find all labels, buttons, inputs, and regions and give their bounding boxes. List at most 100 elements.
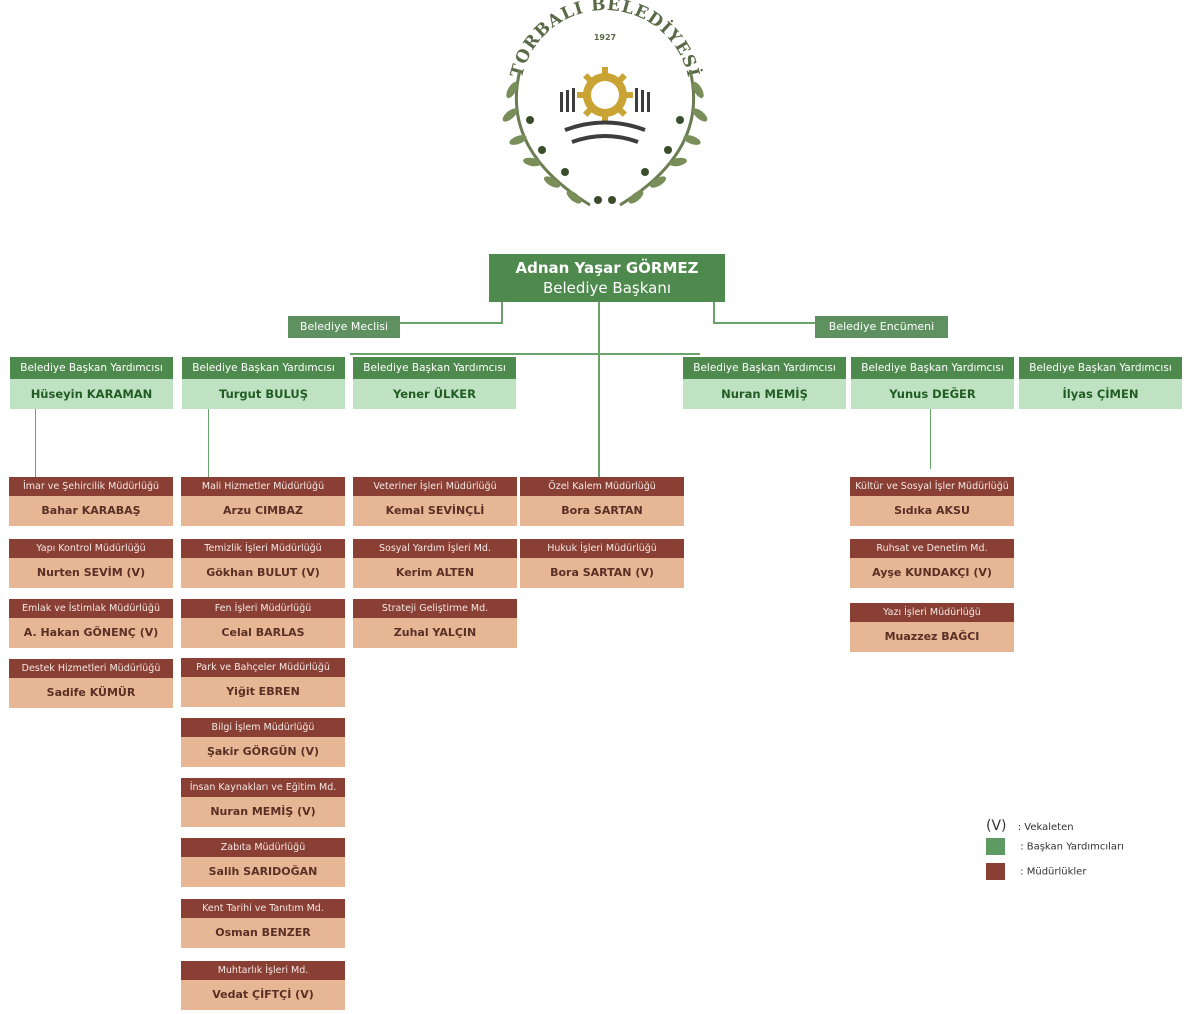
- dept-box: Muhtarlık İşleri Md. Vedat ÇİFTÇİ (V): [181, 961, 345, 1010]
- dept-title: Veteriner İşleri Müdürlüğü: [353, 477, 517, 496]
- dept-head: Osman BENZER: [181, 918, 345, 948]
- vp-title: Belediye Başkan Yardımcısı: [182, 357, 345, 379]
- legend-v-symbol: (V): [986, 818, 1007, 834]
- vp-title: Belediye Başkan Yardımcısı: [683, 357, 846, 379]
- dept-head: Zuhal YALÇIN: [353, 618, 517, 648]
- dept-box: İmar ve Şehircilik Müdürlüğü Bahar KARAB…: [9, 477, 173, 526]
- dept-box: Temizlik İşleri Müdürlüğü Gökhan BULUT (…: [181, 539, 345, 588]
- dept-title: Kent Tarihi ve Tanıtım Md.: [181, 899, 345, 918]
- dept-head: Şakir GÖRGÜN (V): [181, 737, 345, 767]
- mayor-title: Belediye Başkanı: [542, 279, 672, 297]
- dept-title: Strateji Geliştirme Md.: [353, 599, 517, 618]
- vp-name: Turgut BULUŞ: [182, 379, 345, 409]
- dept-box: Ruhsat ve Denetim Md. Ayşe KUNDAKÇI (V): [850, 539, 1014, 588]
- vp-name: Nuran MEMİŞ: [683, 379, 846, 409]
- dept-title: Zabıta Müdürlüğü: [181, 838, 345, 857]
- dept-box: Bilgi İşlem Müdürlüğü Şakir GÖRGÜN (V): [181, 718, 345, 767]
- dept-title: İmar ve Şehircilik Müdürlüğü: [9, 477, 173, 496]
- dept-head: Celal BARLAS: [181, 618, 345, 648]
- dept-head: Kerim ALTEN: [353, 558, 517, 588]
- dept-title: Hukuk İşleri Müdürlüğü: [520, 539, 684, 558]
- torbali-belediyesi-logo: TORBALI BELEDİYESİ 1927: [502, 0, 708, 207]
- dept-head: Ayşe KUNDAKÇI (V): [850, 558, 1014, 588]
- vp-name: İlyas ÇİMEN: [1019, 379, 1182, 409]
- vp-box: Belediye Başkan Yardımcısı Yener ÜLKER: [353, 357, 516, 409]
- dept-head: Gökhan BULUT (V): [181, 558, 345, 588]
- dept-head: Sadife KÜMÜR: [9, 678, 173, 708]
- vp-box: Belediye Başkan Yardımcısı İlyas ÇİMEN: [1019, 357, 1182, 409]
- dept-head: Bora SARTAN (V): [520, 558, 684, 588]
- dept-box: Park ve Bahçeler Müdürlüğü Yiğit EBREN: [181, 658, 345, 707]
- dept-box: Kent Tarihi ve Tanıtım Md. Osman BENZER: [181, 899, 345, 948]
- dept-head: Salih SARIDOĞAN: [181, 857, 345, 887]
- dept-box: Kültür ve Sosyal İşler Müdürlüğü Sıdıka …: [850, 477, 1014, 526]
- vp-title: Belediye Başkan Yardımcısı: [1019, 357, 1182, 379]
- dept-box: İnsan Kaynakları ve Eğitim Md. Nuran MEM…: [181, 778, 345, 827]
- dept-head: Bora SARTAN: [520, 496, 684, 526]
- dept-title: Mali Hizmetler Müdürlüğü: [181, 477, 345, 496]
- vp-name: Yener ÜLKER: [353, 379, 516, 409]
- vp-title: Belediye Başkan Yardımcısı: [353, 357, 516, 379]
- dept-head: Kemal SEVİNÇLİ: [353, 496, 517, 526]
- dept-title: Özel Kalem Müdürlüğü: [520, 477, 684, 496]
- dept-box: Emlak ve İstimlak Müdürlüğü A. Hakan GÖN…: [9, 599, 173, 648]
- dept-head: Arzu CIMBAZ: [181, 496, 345, 526]
- vp-title: Belediye Başkan Yardımcısı: [10, 357, 173, 379]
- connector-line: [501, 302, 503, 324]
- dept-title: Fen İşleri Müdürlüğü: [181, 599, 345, 618]
- dept-box: Zabıta Müdürlüğü Salih SARIDOĞAN: [181, 838, 345, 887]
- committee-box: Belediye Encümeni: [815, 316, 948, 338]
- vp-box: Belediye Başkan Yardımcısı Nuran MEMİŞ: [683, 357, 846, 409]
- connector-line: [713, 322, 816, 324]
- vp-box: Belediye Başkan Yardımcısı Yunus DEĞER: [851, 357, 1014, 409]
- dept-title: Emlak ve İstimlak Müdürlüğü: [9, 599, 173, 618]
- dept-box: Hukuk İşleri Müdürlüğü Bora SARTAN (V): [520, 539, 684, 588]
- dept-title: Sosyal Yardım İşleri Md.: [353, 539, 517, 558]
- dept-head: Nuran MEMİŞ (V): [181, 797, 345, 827]
- dept-title: Park ve Bahçeler Müdürlüğü: [181, 658, 345, 677]
- legend-red-label: : Müdürlükler: [1020, 866, 1087, 878]
- dept-head: Vedat ÇİFTÇİ (V): [181, 980, 345, 1010]
- council-box: Belediye Meclisi: [288, 316, 400, 338]
- vp-name: Hüseyin KARAMAN: [10, 379, 173, 409]
- dept-head: Yiğit EBREN: [181, 677, 345, 707]
- dept-box: Fen İşleri Müdürlüğü Celal BARLAS: [181, 599, 345, 648]
- dept-box: Strateji Geliştirme Md. Zuhal YALÇIN: [353, 599, 517, 648]
- dept-box: Destek Hizmetleri Müdürlüğü Sadife KÜMÜR: [9, 659, 173, 708]
- legend-green-label: : Başkan Yardımcıları: [1020, 841, 1124, 853]
- legend-row-red: : Müdürlükler: [986, 863, 1086, 880]
- legend-row-vekaleten: (V) : Vekaleten: [986, 818, 1074, 834]
- connector-line: [930, 409, 931, 469]
- dept-box: Sosyal Yardım İşleri Md. Kerim ALTEN: [353, 539, 517, 588]
- connector-line: [713, 302, 715, 324]
- dept-title: Destek Hizmetleri Müdürlüğü: [9, 659, 173, 678]
- dept-head: A. Hakan GÖNENÇ (V): [9, 618, 173, 648]
- dept-title: Yazı İşleri Müdürlüğü: [850, 603, 1014, 622]
- connector-line: [208, 409, 209, 477]
- dept-box: Özel Kalem Müdürlüğü Bora SARTAN: [520, 477, 684, 526]
- dept-title: Temizlik İşleri Müdürlüğü: [181, 539, 345, 558]
- connector-line: [400, 322, 503, 324]
- svg-text:1927: 1927: [594, 33, 616, 42]
- mayor-name: Adnan Yaşar GÖRMEZ: [515, 259, 699, 277]
- dept-box: Yazı İşleri Müdürlüğü Muazzez BAĞCI: [850, 603, 1014, 652]
- dept-box: Yapı Kontrol Müdürlüğü Nurten SEVİM (V): [9, 539, 173, 588]
- dept-head: Bahar KARABAŞ: [9, 496, 173, 526]
- vp-title: Belediye Başkan Yardımcısı: [851, 357, 1014, 379]
- vp-name: Yunus DEĞER: [851, 379, 1014, 409]
- dept-head: Sıdıka AKSU: [850, 496, 1014, 526]
- dept-box: Veteriner İşleri Müdürlüğü Kemal SEVİNÇL…: [353, 477, 517, 526]
- connector-line: [350, 353, 700, 355]
- legend-green-swatch: [986, 838, 1005, 855]
- dept-title: Ruhsat ve Denetim Md.: [850, 539, 1014, 558]
- legend-row-green: : Başkan Yardımcıları: [986, 838, 1124, 855]
- dept-title: Muhtarlık İşleri Md.: [181, 961, 345, 980]
- dept-title: İnsan Kaynakları ve Eğitim Md.: [181, 778, 345, 797]
- dept-title: Bilgi İşlem Müdürlüğü: [181, 718, 345, 737]
- vp-box: Belediye Başkan Yardımcısı Hüseyin KARAM…: [10, 357, 173, 409]
- dept-title: Kültür ve Sosyal İşler Müdürlüğü: [850, 477, 1014, 496]
- mayor-box: Adnan Yaşar GÖRMEZ Belediye Başkanı: [489, 254, 725, 302]
- legend-v-label: : Vekaleten: [1017, 822, 1074, 833]
- connector-line: [35, 409, 36, 477]
- dept-head: Muazzez BAĞCI: [850, 622, 1014, 652]
